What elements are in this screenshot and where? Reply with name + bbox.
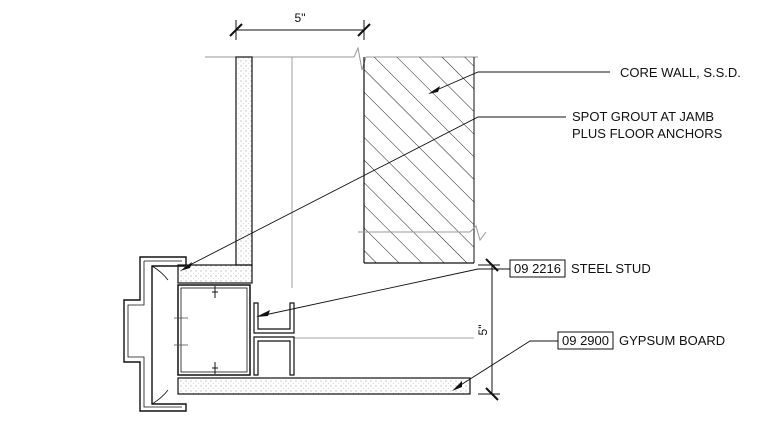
leader-spot-grout xyxy=(180,116,566,271)
door-frame-profile xyxy=(123,256,187,412)
right-dimension-text: 5" xyxy=(476,325,490,336)
right-dimension: 5" xyxy=(476,258,500,401)
steel-stud xyxy=(174,284,251,376)
top-dimension: 5" xyxy=(229,11,371,40)
stud-channel-lower xyxy=(253,336,295,376)
horizontal-gypsum-board xyxy=(177,377,471,395)
label-core-wall: CORE WALL, S.S.D. xyxy=(620,65,741,80)
top-dimension-text: 5" xyxy=(295,11,306,25)
leader-steel-stud xyxy=(256,268,510,317)
leader-core-wall xyxy=(428,71,610,94)
gypsum-text: GYPSUM BOARD xyxy=(619,333,725,348)
vertical-gypsum-board xyxy=(235,56,253,266)
steel-stud-code: 09 2216 xyxy=(514,261,561,276)
label-spot-grout-2: PLUS FLOOR ANCHORS xyxy=(572,126,723,141)
callout-gypsum-board: 09 2900 GYPSUM BOARD xyxy=(557,331,725,350)
leader-gypsum-board xyxy=(452,340,558,391)
core-wall xyxy=(358,57,487,264)
callout-steel-stud: 09 2216 STEEL STUD xyxy=(509,259,651,278)
gypsum-code: 09 2900 xyxy=(562,333,609,348)
jamb-grout-block xyxy=(177,264,253,284)
steel-stud-text: STEEL STUD xyxy=(571,261,651,276)
stud-channel-upper xyxy=(253,302,295,334)
label-spot-grout-1: SPOT GROUT AT JAMB xyxy=(572,109,714,124)
